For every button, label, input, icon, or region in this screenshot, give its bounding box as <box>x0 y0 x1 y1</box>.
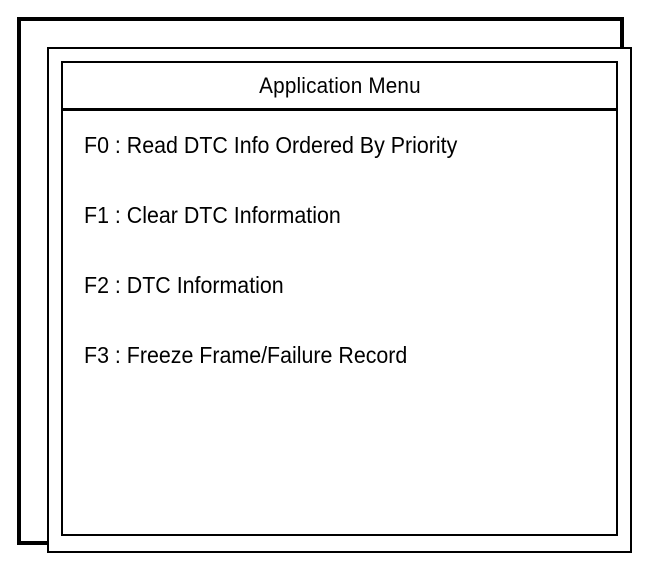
menu-titlebar: Application Menu <box>63 63 616 111</box>
menu-item-f0[interactable]: F0 : Read DTC Info Ordered By Priority <box>84 130 485 160</box>
menu-item-list: F0 : Read DTC Info Ordered By Priority F… <box>63 111 616 534</box>
application-menu-panel: Application Menu F0 : Read DTC Info Orde… <box>61 61 618 536</box>
outer-frame: Application Menu F0 : Read DTC Info Orde… <box>17 17 632 553</box>
menu-item-label: F2 : DTC Information <box>84 271 284 298</box>
menu-item-f3[interactable]: F3 : Freeze Frame/Failure Record <box>84 340 432 370</box>
menu-item-f1[interactable]: F1 : Clear DTC Information <box>84 200 360 230</box>
menu-item-label: F3 : Freeze Frame/Failure Record <box>84 341 408 368</box>
menu-item-label: F0 : Read DTC Info Ordered By Priority <box>84 131 458 158</box>
menu-item-f2[interactable]: F2 : DTC Information <box>84 270 299 300</box>
menu-item-label: F1 : Clear DTC Information <box>84 201 341 228</box>
page-title: Application Menu <box>258 72 421 98</box>
